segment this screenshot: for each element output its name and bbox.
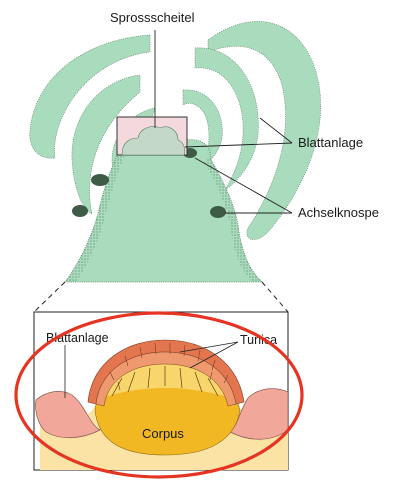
leader-tunica-2 — [189, 341, 239, 369]
tunica-cell-walls — [109, 342, 229, 391]
label-achselknospe: Achselknospe — [298, 205, 379, 220]
axillary-bud — [210, 206, 226, 218]
small-leaf-right — [182, 89, 223, 165]
outer-leaf-left — [29, 34, 151, 159]
stem-stipple — [65, 150, 126, 282]
growth-arrows — [111, 366, 219, 397]
annotation-ellipse — [14, 311, 304, 479]
axillary-bud — [72, 205, 88, 217]
inner-leaf-right — [194, 47, 259, 191]
axillary-bud — [91, 174, 109, 186]
stem-stipple-right — [204, 158, 262, 282]
label-blattanlage: Blattanlage — [298, 135, 363, 150]
leader-tunica-1 — [179, 341, 239, 353]
middle-leaf-left — [71, 74, 141, 215]
projection-line-left — [33, 281, 66, 313]
apex-detail-panel: Blattanlage Tunica Corpus — [33, 311, 289, 471]
leader-blattanlage-2 — [184, 142, 293, 148]
projection-line-right — [261, 281, 289, 313]
leaf-primordium-left — [35, 391, 101, 439]
label-corpus: Corpus — [142, 426, 184, 441]
label-sprossscheitel: Sprossscheitel — [110, 10, 195, 25]
leader-blattanlage-1 — [259, 117, 293, 144]
shoot-longitudinal-section: Sprossscheitel Blattanlage Achselknospe — [29, 10, 379, 283]
shoot-apex-dome — [121, 126, 186, 156]
tunica-inner-layer — [95, 351, 237, 407]
outer-leaf-right — [207, 21, 321, 240]
leader-achselknospe-1 — [194, 157, 293, 214]
